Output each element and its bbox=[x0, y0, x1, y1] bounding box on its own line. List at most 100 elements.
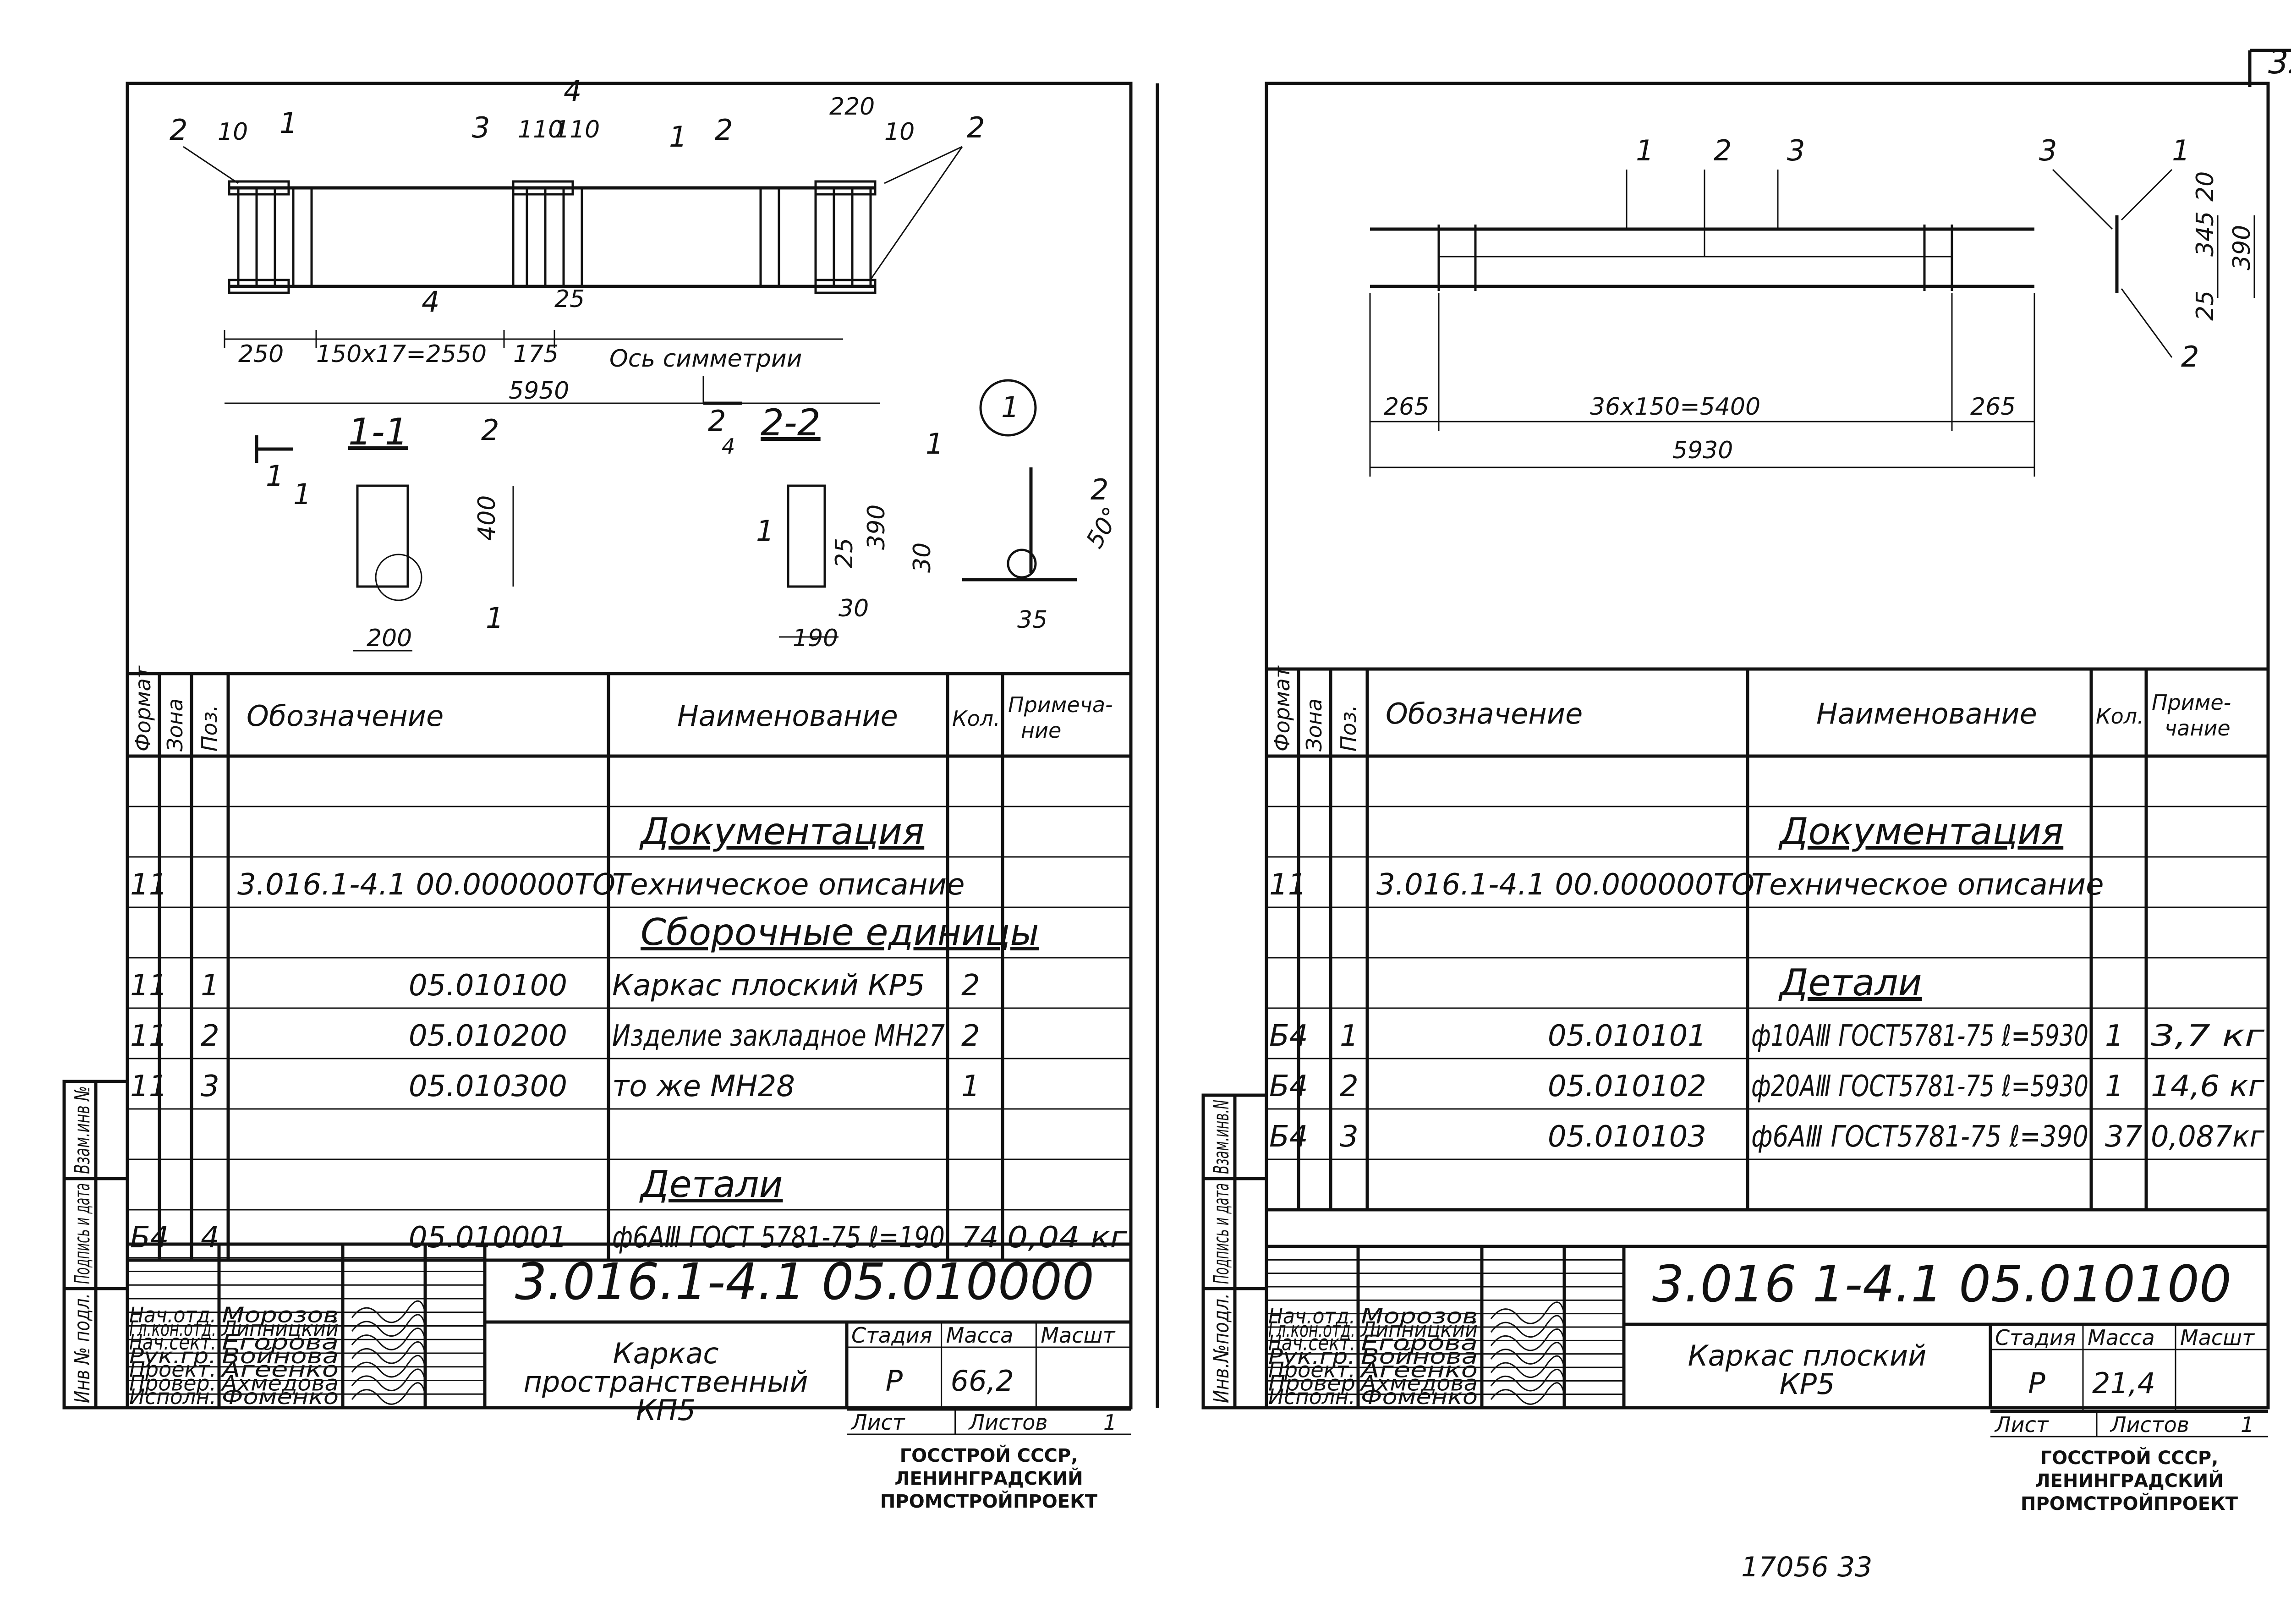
section-1-1-shape bbox=[356, 484, 409, 588]
drawing-title: Каркас bbox=[613, 1337, 719, 1370]
organization-line: ЛЕНИНГРАДСКИЙ bbox=[2035, 1470, 2223, 1492]
cell-pos: 3 bbox=[201, 1070, 219, 1103]
section-mark-2: 2 bbox=[708, 404, 726, 438]
stage-label: Стадия bbox=[851, 1323, 932, 1348]
role-label: Нач.сект. bbox=[129, 1330, 216, 1355]
stage-value: Р bbox=[2028, 1366, 2045, 1400]
cell-designation: 3.016.1-4.1 00.000000ТО bbox=[1376, 868, 1754, 902]
person-name: Егорова bbox=[1361, 1331, 1478, 1355]
cell-qty: 1 bbox=[961, 1070, 980, 1103]
role-label: Провер bbox=[1268, 1371, 1355, 1396]
detail-number: 1 bbox=[1001, 390, 1019, 424]
cell-designation: 05.010103 bbox=[1548, 1120, 1706, 1154]
dim-5950: 5950 bbox=[509, 377, 569, 405]
section-mark-4: 4 bbox=[722, 434, 735, 459]
section-mark-1: 1 bbox=[266, 459, 284, 493]
cell-pos: 2 bbox=[201, 1019, 219, 1053]
label-4-bottom: 4 bbox=[422, 285, 439, 318]
sheet-label: Лист bbox=[850, 1410, 905, 1435]
leader bbox=[884, 146, 963, 184]
pos-label-3b: 3 bbox=[2039, 134, 2057, 167]
person-name: Липницкий bbox=[221, 1316, 339, 1341]
cell-format: 11 bbox=[130, 1070, 167, 1103]
cell-name: Каркас плоский КР5 bbox=[612, 969, 925, 1003]
header-note: Приме- bbox=[2152, 690, 2231, 715]
pos-label-3: 3 bbox=[1787, 134, 1805, 167]
stage-label: Стадия bbox=[1995, 1325, 2076, 1350]
signature bbox=[1490, 1301, 1565, 1324]
mass-value: 66,2 bbox=[951, 1364, 1014, 1398]
section-heading: Документация bbox=[1778, 810, 2063, 853]
leader bbox=[183, 146, 239, 184]
dim-110: 110 bbox=[518, 116, 563, 143]
dim-10b: 10 bbox=[884, 118, 915, 146]
leader bbox=[2052, 169, 2113, 230]
mass-label: Масса bbox=[946, 1323, 1014, 1348]
header-designation: Обозначение bbox=[1386, 697, 1583, 730]
left-frame bbox=[126, 82, 1133, 1410]
leader bbox=[870, 146, 963, 280]
pos-label-1e: 1 bbox=[756, 514, 774, 548]
cell-name: ф6АⅢ ГОСТ5781-75 ℓ=390 bbox=[1751, 1120, 2088, 1154]
symmetry-axis-label: Ось симметрии bbox=[609, 345, 802, 373]
section-heading: Сборочные единицы bbox=[641, 911, 1039, 954]
stage-value: Р bbox=[886, 1364, 903, 1398]
pos-label-1: 1 bbox=[1636, 134, 1654, 167]
role-label: Рук.гр. bbox=[129, 1344, 216, 1368]
person-name: Фоменко bbox=[222, 1384, 339, 1409]
cell-qty: 1 bbox=[2105, 1070, 2124, 1103]
header-format: Формат bbox=[131, 665, 155, 752]
dim-390: 390 bbox=[2228, 225, 2256, 270]
detail-label-1: 1 bbox=[926, 427, 943, 461]
role-label: Исполн. bbox=[1268, 1384, 1355, 1409]
header-qty: Кол. bbox=[2096, 704, 2144, 729]
side-label: Подпись и дата bbox=[70, 1183, 94, 1284]
header-format: Формат bbox=[1270, 665, 1294, 752]
header-zone: Зона bbox=[1302, 698, 1326, 752]
cell-name: Техническое описание bbox=[1751, 868, 2104, 902]
header-designation: Обозначение bbox=[247, 699, 444, 733]
drawing-title: КП5 bbox=[636, 1394, 696, 1427]
signature bbox=[1490, 1342, 1565, 1365]
cell-format: Б4 bbox=[1269, 1019, 1308, 1053]
cell-pos: 4 bbox=[201, 1221, 219, 1255]
person-name: Егорова bbox=[222, 1330, 339, 1355]
pos-label-2c: 2 bbox=[481, 413, 499, 447]
signature bbox=[1490, 1315, 1565, 1338]
header-pos: Поз. bbox=[197, 705, 222, 752]
stamp-number: 17056 33 bbox=[1741, 1551, 1872, 1583]
pos-label-2b: 2 bbox=[967, 111, 985, 144]
dim-2550: 150x17=2550 bbox=[316, 340, 487, 368]
cell-format: Б4 bbox=[130, 1221, 169, 1255]
dim-35: 35 bbox=[1017, 606, 1047, 634]
dim-200: 200 bbox=[367, 625, 412, 652]
side-label: Инв.№подл. bbox=[1209, 1293, 1233, 1403]
person-name: Агеенко bbox=[1359, 1357, 1478, 1382]
cell-designation: 05.010200 bbox=[409, 1019, 567, 1053]
person-name: Липницкий bbox=[1360, 1317, 1478, 1342]
dim-10: 10 bbox=[218, 118, 248, 146]
cell-name: Техническое описание bbox=[612, 868, 965, 902]
role-label: Нач.отд. bbox=[1268, 1304, 1355, 1328]
person-name: Фоменко bbox=[1361, 1384, 1478, 1409]
dim-30b: 30 bbox=[909, 543, 936, 573]
side-label: Взам.инв.N bbox=[1209, 1100, 1233, 1174]
cell-qty: 2 bbox=[961, 969, 980, 1003]
header-zone: Зона bbox=[163, 698, 187, 752]
cell-format: 11 bbox=[1269, 868, 1306, 902]
organization-line: ЛЕНИНГРАДСКИЙ bbox=[894, 1467, 1083, 1489]
cell-format: 11 bbox=[130, 1019, 167, 1053]
side-label: Взам.инв № bbox=[70, 1086, 94, 1174]
leader bbox=[2121, 288, 2173, 358]
cell-designation: 05.010001 bbox=[409, 1221, 567, 1255]
sheets-value: 1 bbox=[1103, 1410, 1117, 1435]
document-code: 3.016 1-4.1 05.010100 bbox=[1652, 1255, 2231, 1313]
signature bbox=[351, 1341, 426, 1364]
cell-pos: 2 bbox=[1340, 1070, 1359, 1103]
cell-name: ф6АⅢ ГОСТ 5781-75 ℓ=190 bbox=[612, 1221, 945, 1255]
dim-5930: 5930 bbox=[1672, 437, 1733, 464]
pos-label-1c: 1 bbox=[293, 477, 311, 511]
section-1-mark: 1 bbox=[280, 106, 297, 140]
